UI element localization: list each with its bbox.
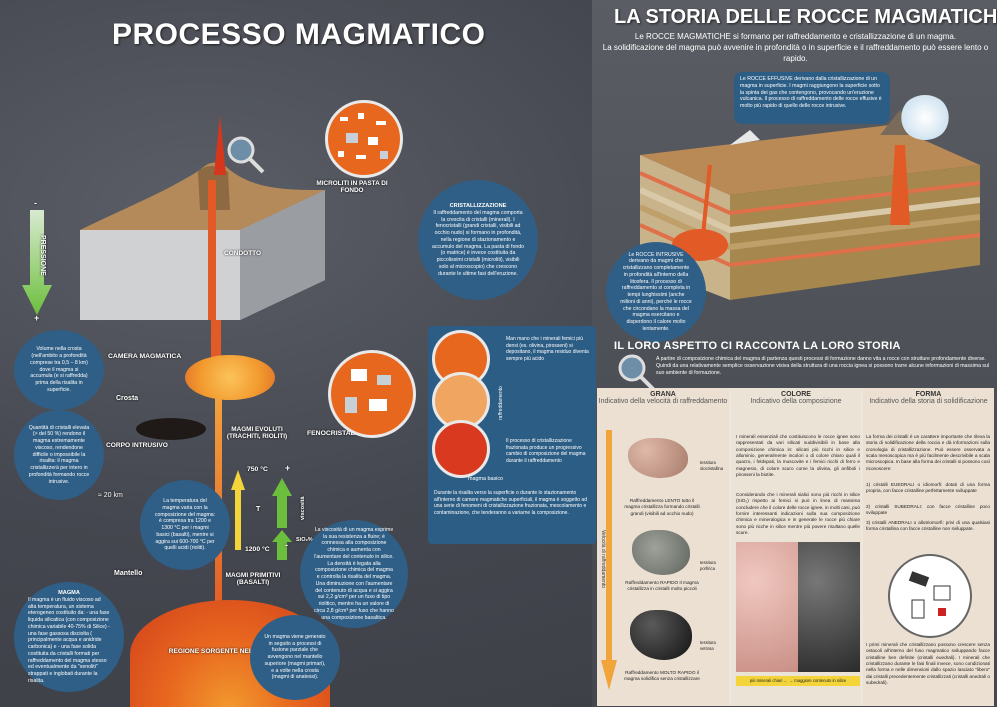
microliti-circle bbox=[325, 100, 403, 178]
temp-high: 750 °C bbox=[247, 466, 268, 473]
section2-magnifier-icon bbox=[616, 352, 656, 392]
colore-text-1: I minerali essenziali che costituiscono … bbox=[736, 434, 860, 478]
section2-title: IL LORO ASPETTO CI RACCONTA LA LORO STOR… bbox=[614, 340, 901, 352]
fenocristalli-circle bbox=[328, 350, 416, 438]
texture3-label: tessitura vetrosa bbox=[700, 640, 716, 651]
magma-bubble: MAGMA Il magma è un fluido viscoso ad al… bbox=[14, 582, 124, 692]
fenocristalli-label: FENOCRISTALLI bbox=[307, 430, 361, 437]
temp-plus: + bbox=[285, 463, 291, 473]
condotto-label: CONDOTTO bbox=[224, 250, 262, 257]
intrusive-body bbox=[136, 418, 206, 440]
color-scale-bar bbox=[736, 676, 860, 686]
generation-bubble: Un magma viene generato in seguito a pro… bbox=[250, 615, 340, 700]
velocity-arrow bbox=[601, 430, 617, 690]
magnifier-icon bbox=[225, 134, 265, 174]
pressure-label: PRESSIONE bbox=[39, 235, 46, 276]
magma-text: Il magma è un fluido viscoso ad alta tem… bbox=[28, 596, 110, 684]
rock-porphyry bbox=[632, 530, 690, 575]
section2-text: A partire di composizione chimica del ma… bbox=[656, 356, 990, 377]
corpo-intrusivo-label: CORPO INTRUSIVO bbox=[106, 442, 168, 449]
effusive-text: Le ROCCE EFFUSIVE derivano dalla cristal… bbox=[740, 76, 882, 109]
magma-title: MAGMA bbox=[58, 589, 80, 596]
temperature-bubble: La temperatura del magma varia con la co… bbox=[140, 480, 230, 570]
pressure-minus: - bbox=[34, 198, 37, 208]
magma-basico-label: magma basico bbox=[468, 476, 504, 482]
crystallization-text: Il raffreddamento del magma comporta la … bbox=[432, 209, 524, 277]
forma-text-3: 2) cristalli SUBEDRALI: con facce crista… bbox=[866, 504, 990, 516]
sorgente-label: REGIONE SORGENTE NEL MANTELLO bbox=[168, 648, 292, 655]
texture1-label: tessitura olocristallina bbox=[700, 460, 724, 471]
velocity-label: Velocità di raffreddamento bbox=[600, 530, 606, 589]
page-title-right: LA STORIA DELLE ROCCE MAGMATICHE bbox=[614, 6, 997, 28]
conduit bbox=[211, 320, 221, 360]
crosta-label: Crosta bbox=[116, 395, 139, 402]
color-scale-label: più minerali chiari ← → maggiore contenu… bbox=[749, 678, 847, 683]
effusive-box: Le ROCCE EFFUSIVE derivano dalla cristal… bbox=[734, 72, 890, 124]
texture2-label: tessitura porfirica bbox=[700, 560, 716, 571]
temp-minus: - bbox=[285, 540, 288, 550]
magma-chamber bbox=[185, 355, 275, 400]
intro: Le ROCCE MAGMATICHE si formano per raffr… bbox=[598, 32, 993, 64]
forma-title: FORMA bbox=[915, 391, 942, 398]
volcano-block bbox=[80, 150, 330, 325]
intrusive-text: Le ROCCE INTRUSIVE derivano da magmi che… bbox=[620, 251, 692, 332]
viscosity-arrow bbox=[272, 478, 292, 528]
temperature-arrow bbox=[231, 470, 245, 550]
colore-subtitle: Indicativo della composizione bbox=[750, 398, 842, 405]
grana-title: GRANA bbox=[650, 391, 676, 398]
forma-column: FORMA Indicativo della storia di solidif… bbox=[863, 388, 994, 706]
rock3-caption: Raffreddamento MOLTO RAPIDO il magma sol… bbox=[624, 670, 700, 682]
viscosity-bubble: La viscosità di un magma esprime la sua … bbox=[300, 520, 408, 628]
forma-subtitle: Indicativo della storia di solidificazio… bbox=[869, 398, 988, 405]
sio2-label: SiO₂% bbox=[296, 537, 313, 543]
volume-text: Volume nella crosta (nell'ambito a profo… bbox=[30, 346, 88, 393]
crystallization-title: CRISTALLIZZAZIONE bbox=[449, 202, 507, 209]
rock-granite bbox=[628, 438, 688, 478]
intro-line-2: La solidificazione del magma può avvenir… bbox=[602, 42, 989, 63]
fraction-circle-3 bbox=[432, 420, 490, 478]
eruption-cloud bbox=[900, 95, 950, 140]
color-sample-dark bbox=[798, 542, 860, 672]
colore-title: COLORE bbox=[781, 391, 811, 398]
color-sample-light bbox=[736, 542, 798, 672]
evoluti-label: MAGMI EVOLUTI (TRACHITI, RIOLITI) bbox=[226, 426, 288, 440]
generation-text: Un magma viene generato in seguito a pro… bbox=[264, 633, 326, 681]
forma-text-1: La forma dei cristalli è un carattere im… bbox=[866, 434, 991, 471]
temp-t: T bbox=[256, 506, 261, 513]
silica-arrow bbox=[272, 530, 292, 560]
colore-text-2: Considerando che i minerali sialici sono… bbox=[736, 492, 860, 536]
temp-low: 1200 °C bbox=[245, 546, 270, 553]
intro-line-1: Le ROCCE MAGMATICHE si formano per raffr… bbox=[634, 32, 957, 41]
raffreddamento-label: raffreddamento bbox=[498, 386, 504, 420]
rock2-caption: Raffreddamento RAPIDO Il magma cristalli… bbox=[625, 580, 699, 592]
intrusive-bubble: Le ROCCE INTRUSIVE derivano da magmi che… bbox=[606, 242, 706, 342]
page-title-left: PROCESSO MAGMATICO bbox=[112, 18, 486, 51]
risalita-text: Durante la risalita verso la superficie … bbox=[434, 490, 587, 516]
grana-subtitle: Indicativo della velocità di raffreddame… bbox=[598, 398, 728, 405]
viscosita-label: viscosità bbox=[300, 496, 306, 520]
pressure-plus: + bbox=[34, 313, 40, 323]
crystallization-bubble: CRISTALLIZZAZIONE Il raffreddamento del … bbox=[418, 180, 538, 300]
temperature-text: La temperatura del magma varia con la co… bbox=[154, 498, 216, 552]
depth-label: ≈ 20 km bbox=[98, 492, 123, 499]
forma-text-4: 3) cristalli ANEDRALI o allotriomorfi: p… bbox=[866, 520, 990, 532]
geology-block bbox=[638, 95, 981, 300]
viscosity-text: La viscosità di un magma esprime la sua … bbox=[314, 526, 394, 621]
primitivi-label: MAGMI PRIMITIVI (BASALTI) bbox=[225, 572, 281, 586]
eruption-plume bbox=[210, 115, 230, 175]
volume-bubble: Volume nella crosta (nell'ambito a profo… bbox=[14, 330, 104, 410]
fraction-text-2: Il processo di cristallizzazione frazion… bbox=[506, 438, 586, 464]
rock1-caption: Raffreddamento LENTO tutto il magma cris… bbox=[624, 498, 700, 516]
crystals-bubble: Quantità di cristalli elevata (> del 50 … bbox=[14, 410, 104, 500]
rock-obsidian bbox=[630, 610, 692, 660]
pressure-arrow bbox=[22, 210, 52, 315]
crystals-text: Quantità di cristalli elevata (> del 50 … bbox=[28, 424, 90, 485]
camera-magmatica-label: CAMERA MAGMATICA bbox=[108, 353, 182, 360]
crystal-form-circle bbox=[888, 554, 972, 638]
fraction-text: Man mano che i minerali femici più densi… bbox=[506, 336, 589, 362]
forma-text-2: 1) cristalli EUEDRALI o idiomorfi: dotat… bbox=[866, 482, 990, 494]
mantello-label: Mantello bbox=[114, 570, 143, 577]
microliti-label: MICROLITI IN PASTA DI FONDO bbox=[316, 180, 388, 194]
forma-text-5: I primi minerali che cristallizzano poss… bbox=[866, 642, 991, 686]
